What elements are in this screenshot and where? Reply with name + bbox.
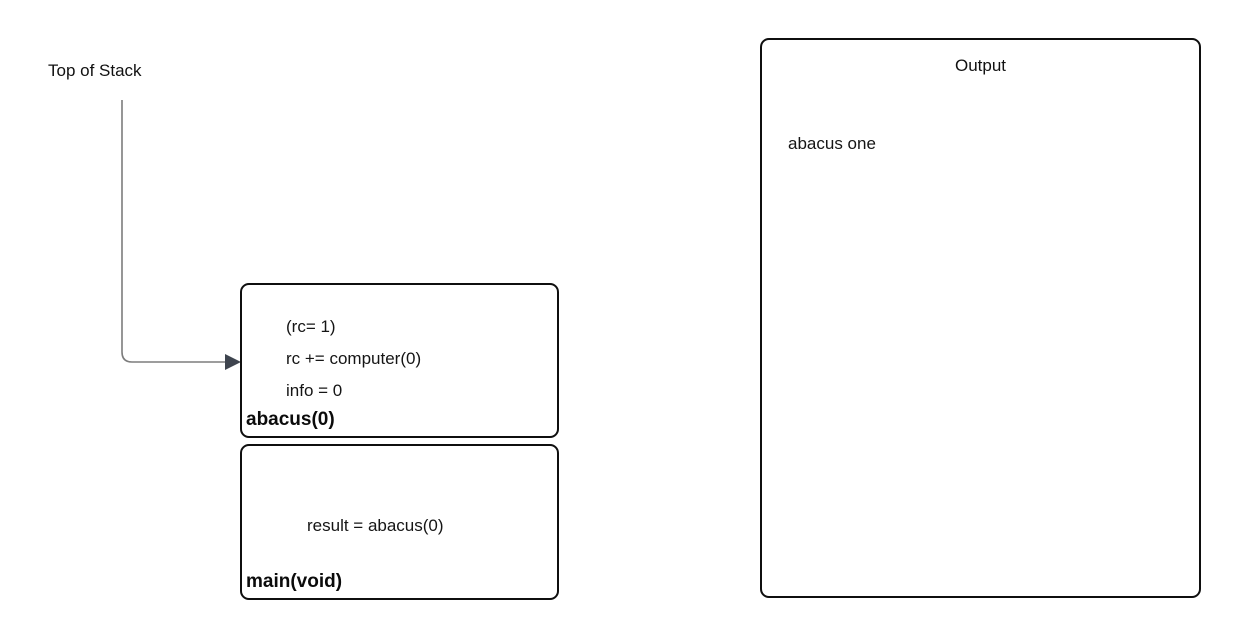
frame-line: rc += computer(0) [286,349,422,368]
output-line: abacus one [788,134,876,153]
output-panel-title: Output [954,56,1007,75]
top-of-stack-label: Top of Stack [48,61,142,80]
stack-frame-abacus: (rc= 1) rc += computer(0) info = 0 abacu… [240,283,559,438]
top-of-stack-arrow [121,100,241,370]
frame-line: result = abacus(0) [307,516,444,535]
frame-line: info = 0 [286,381,343,400]
output-panel: Output abacus one [760,38,1201,598]
frame-main-label: main(void) [246,571,343,592]
frame-line: (rc= 1) [286,317,336,336]
frame-abacus-label: abacus(0) [246,409,335,430]
frame-abacus-body: (rc= 1) rc += computer(0) info = 0 [242,285,557,407]
arrow-head-icon [225,354,241,370]
arrow-line [121,100,225,363]
frame-main-body: result = abacus(0) [242,446,557,542]
stack-frame-main: result = abacus(0) main(void) [240,444,559,600]
